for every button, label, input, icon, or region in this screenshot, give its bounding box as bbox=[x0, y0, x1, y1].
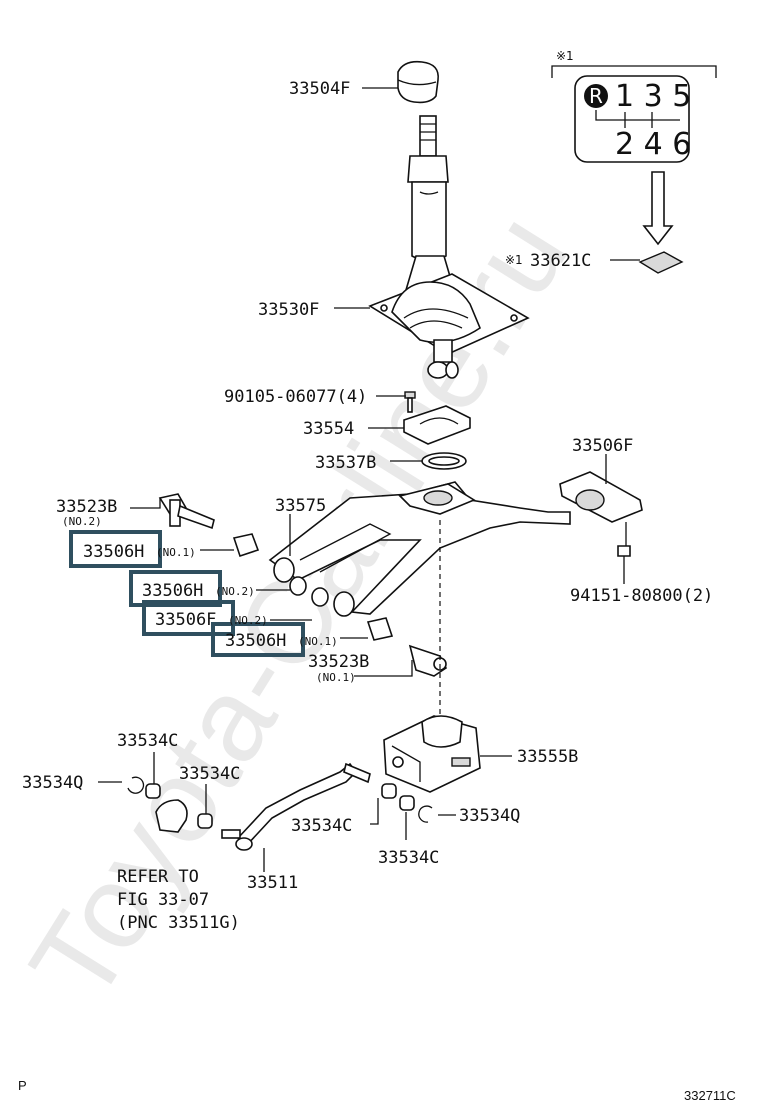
part-labels: 33504F ※1 33621C 33530F 90105-06077(4) 3… bbox=[22, 79, 713, 933]
retainer-33554 bbox=[403, 405, 471, 445]
label-33534Q-right: 33534Q bbox=[459, 806, 520, 826]
label-33575: 33575 bbox=[275, 496, 326, 516]
label-33530F: 33530F bbox=[258, 300, 319, 320]
label-33511: 33511 bbox=[247, 873, 298, 893]
bolt-90105 bbox=[404, 391, 416, 413]
label-33534C-c: 33534C bbox=[291, 816, 352, 836]
down-arrow-icon bbox=[642, 171, 674, 246]
label-33534C-b: 33534C bbox=[179, 764, 240, 784]
bush-33534C-b bbox=[197, 813, 213, 829]
label-h1-sub: (NO.1) bbox=[156, 546, 196, 559]
highlight-box-1 bbox=[69, 530, 162, 568]
footer-left: P bbox=[18, 1078, 27, 1093]
shift-lever-assembly bbox=[368, 115, 530, 379]
label-33504F: 33504F bbox=[289, 79, 350, 99]
clip-parts bbox=[127, 776, 433, 833]
label-h1: 33506H bbox=[83, 542, 144, 562]
label-33523B-bottom-sub: (NO.1) bbox=[316, 671, 356, 684]
label-33534C-d: 33534C bbox=[378, 848, 439, 868]
highlight-box-3 bbox=[142, 600, 235, 636]
label-33621C: 33621C bbox=[530, 251, 591, 271]
pattern-bottom-row: 2 4 6 bbox=[615, 127, 691, 162]
label-33523B-bottom: 33523B bbox=[308, 652, 369, 672]
retainer-33555B bbox=[383, 715, 481, 793]
label-h2: 33506H bbox=[142, 581, 203, 601]
footer-right: 332711C bbox=[684, 1088, 736, 1103]
refer-line-3: (PNC 33511G) bbox=[117, 913, 240, 933]
label-h4: 33506H bbox=[225, 631, 286, 651]
shift-pattern-box: ※1 R 1 3 5 2 4 6 bbox=[551, 49, 717, 274]
bush-33534C-c bbox=[381, 783, 397, 799]
label-33554: 33554 bbox=[303, 419, 354, 439]
label-33523B-top-sub: (NO.2) bbox=[62, 515, 102, 528]
insulator-33506F bbox=[559, 471, 643, 557]
label-33506F: 33506F bbox=[572, 436, 633, 456]
reverse-badge bbox=[584, 84, 608, 108]
pattern-note-mark: ※1 bbox=[556, 49, 574, 63]
label-33621C-mark: ※1 bbox=[505, 253, 523, 267]
ball-joint bbox=[155, 799, 188, 833]
pattern-gate-lines bbox=[595, 110, 680, 128]
label-33534C-a: 33534C bbox=[117, 731, 178, 751]
label-h3: 33506F bbox=[155, 610, 216, 630]
refer-line-1: REFER TO bbox=[117, 867, 199, 887]
label-33555B: 33555B bbox=[517, 747, 578, 767]
label-h3-sub: (NO.2) bbox=[228, 614, 268, 627]
reverse-label: R bbox=[589, 84, 603, 108]
pattern-top-row: 1 3 5 bbox=[615, 79, 691, 114]
highlight-box-2 bbox=[129, 570, 222, 607]
lever-housing-33575 bbox=[268, 481, 571, 617]
bolt-33523B-no2 bbox=[158, 493, 215, 530]
label-94151: 94151-80800(2) bbox=[570, 586, 713, 606]
clip-33534Q-left bbox=[127, 776, 145, 794]
label-90105: 90105-06077(4) bbox=[224, 387, 367, 407]
label-h4-sub: (NO.1) bbox=[298, 635, 338, 648]
bush-33534C-d bbox=[399, 795, 415, 811]
bushing-parts bbox=[232, 533, 394, 641]
clip-33534Q-right bbox=[418, 805, 433, 823]
label-33537B: 33537B bbox=[315, 453, 376, 473]
label-33534Q-left: 33534Q bbox=[22, 773, 83, 793]
shift-rod-33511 bbox=[221, 762, 371, 851]
label-h2-sub: (NO.2) bbox=[215, 585, 255, 598]
refer-line-2: FIG 33-07 bbox=[117, 890, 209, 910]
highlight-box-4 bbox=[211, 622, 305, 657]
leader-lines bbox=[98, 87, 640, 872]
pattern-bracket bbox=[551, 65, 717, 78]
bush-33534C-a bbox=[145, 783, 161, 799]
label-33523B-top: 33523B bbox=[56, 497, 117, 517]
label-plate-icon bbox=[638, 251, 684, 274]
shift-knob bbox=[397, 60, 439, 104]
highlight-boxes bbox=[69, 530, 305, 657]
